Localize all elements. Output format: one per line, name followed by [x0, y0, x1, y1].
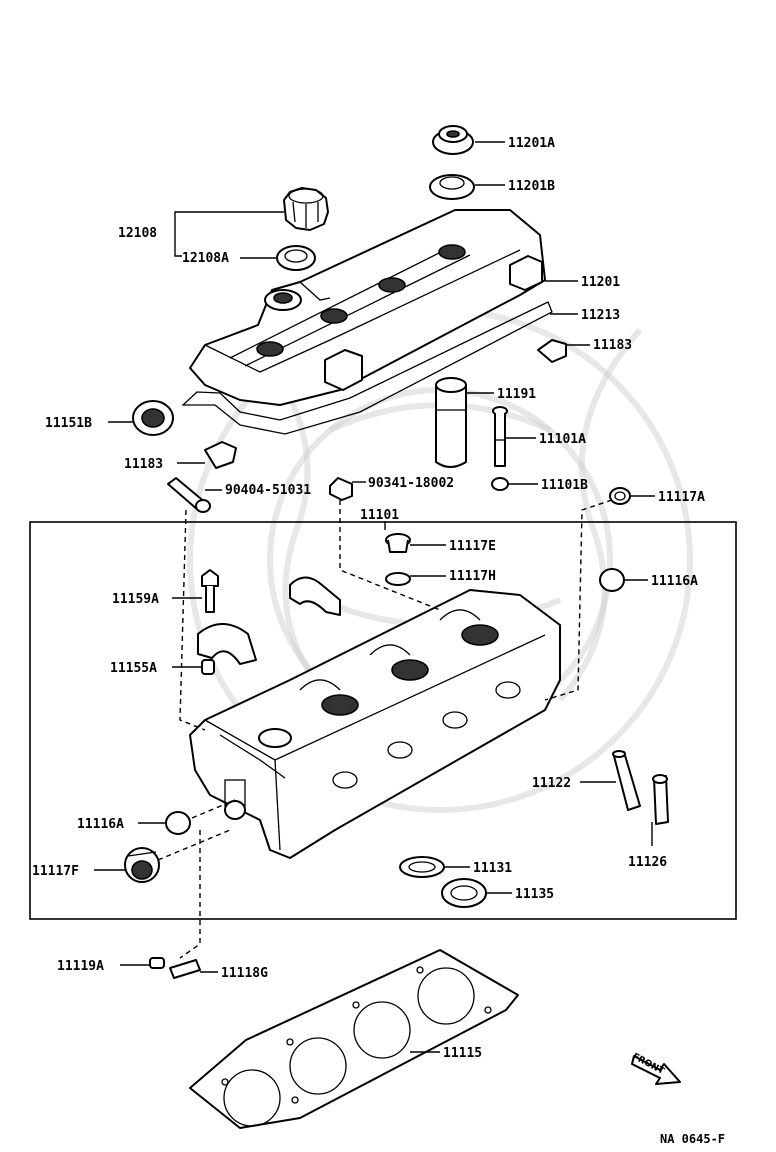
- union-90404-51031: [167, 477, 211, 513]
- label-11191: 11191: [497, 387, 536, 402]
- label-11117a: 11117A: [658, 490, 705, 505]
- label-11131: 11131: [473, 861, 512, 876]
- grommet-11201a: [432, 125, 474, 155]
- figure-code: NA 0645-F: [660, 1132, 725, 1146]
- label-11118g: 11118G: [221, 966, 268, 981]
- plug-11117f: [124, 847, 160, 883]
- label-11126: 11126: [628, 855, 667, 870]
- seal-11183-left: [204, 441, 237, 469]
- bolt-11159a: [201, 569, 219, 613]
- cylinder-head-gasket-11115: [189, 949, 519, 1129]
- label-11117e: 11117E: [449, 539, 496, 554]
- dashed-alignment-lines: [157, 499, 613, 959]
- label-11135: 11135: [515, 887, 554, 902]
- valve-guide-11122: [612, 750, 641, 811]
- label-11116a-right: 11116A: [651, 574, 698, 589]
- spark-plug-tube-11191: [435, 377, 467, 468]
- label-11151b: 11151B: [45, 416, 92, 431]
- cylinder-head-group-box: [29, 521, 737, 920]
- plug-11117a: [609, 487, 631, 505]
- oil-seal-11151b: [132, 400, 174, 436]
- plug-11116a-right: [599, 568, 625, 592]
- label-11183-right: 11183: [593, 338, 632, 353]
- filler-cap-gasket-12108a: [276, 245, 316, 271]
- cylinder-head-cover-11201: [189, 209, 546, 406]
- label-12108: 12108: [118, 226, 157, 241]
- bearing-cap-left: [197, 623, 257, 665]
- head-cover-gasket-11213: [181, 301, 553, 435]
- camshaft-bearing-cap: [289, 576, 341, 616]
- label-11101: 11101: [360, 508, 399, 523]
- label-11119a: 11119A: [57, 959, 104, 974]
- label-11116a-left: 11116A: [77, 817, 124, 832]
- label-11115: 11115: [443, 1046, 482, 1061]
- label-11201b: 11201B: [508, 179, 555, 194]
- label-11201a: 11201A: [508, 136, 555, 151]
- label-12108a: 12108A: [182, 251, 229, 266]
- ring-11135: [441, 878, 487, 908]
- plug-11117e: [385, 533, 411, 553]
- plug-90341-18002: [329, 477, 353, 501]
- label-11213: 11213: [581, 308, 620, 323]
- seal-11183-right: [537, 339, 567, 363]
- label-11183-left: 11183: [124, 457, 163, 472]
- label-11117h: 11117H: [449, 569, 496, 584]
- leader-lines: [94, 141, 655, 1053]
- dowel-11155a: [201, 659, 215, 675]
- oil-filler-cap-12108: [283, 187, 329, 231]
- valve-guide-11126: [652, 774, 669, 825]
- gasket-11117h: [385, 572, 411, 586]
- label-11159a: 11159A: [112, 592, 159, 607]
- front-direction-arrow: FRONT: [631, 1052, 681, 1085]
- pin-11119a: [149, 957, 165, 969]
- pin-11118g: [169, 959, 201, 979]
- ring-11131: [399, 856, 445, 878]
- label-90404-51031: 90404-51031: [225, 483, 311, 498]
- plug-11116a-left: [165, 811, 191, 835]
- label-11155a: 11155A: [110, 661, 157, 676]
- washer-11101b: [491, 477, 509, 491]
- label-11201: 11201: [581, 275, 620, 290]
- part-number-labels: 11201A 11201B 12108 12108A 11201 11213 1…: [32, 136, 705, 1061]
- grommet-11201b: [429, 174, 475, 200]
- label-11122: 11122: [532, 776, 571, 791]
- label-90341-18002: 90341-18002: [368, 476, 454, 491]
- label-11101b: 11101B: [541, 478, 588, 493]
- stud-11101a: [492, 406, 508, 467]
- label-11101a: 11101A: [539, 432, 586, 447]
- label-11117f: 11117F: [32, 864, 79, 879]
- cylinder-head-11101: [189, 589, 561, 859]
